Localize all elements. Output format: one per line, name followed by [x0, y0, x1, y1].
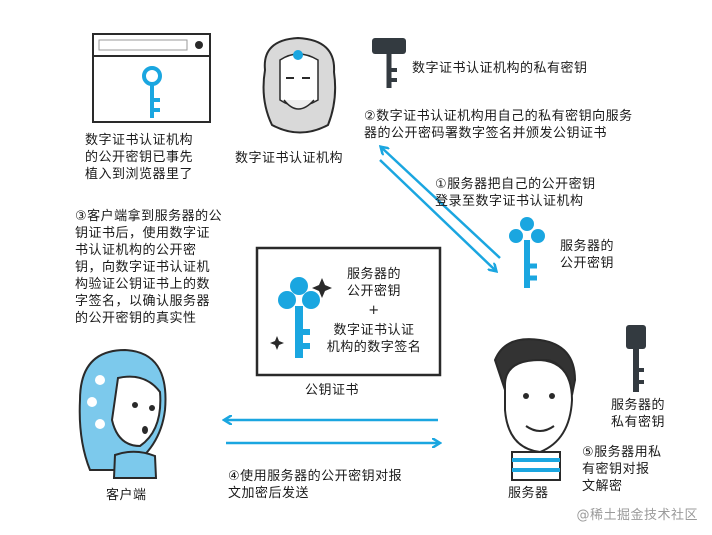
ca-private-key-label: 数字证书认证机构的私有密钥	[412, 61, 588, 76]
step3-label: ③客户端拿到服务器的公 钥证书后，使用数字证 书认证机构的公开密 钥，向数字证书…	[75, 209, 223, 326]
certificate-plus-label: +	[368, 303, 380, 318]
server-name-label: 服务器	[508, 486, 549, 501]
certificate-key-label: 服务器的 公开密钥	[346, 267, 401, 299]
sparkle-icon	[270, 278, 332, 350]
certificate-box	[255, 246, 442, 377]
step2-label: ②数字证书认证机构用自己的私有密钥向服务 器的公开密码署数字签名并颁发公钥证书	[364, 109, 633, 141]
certificate-authority-avatar	[262, 36, 337, 134]
ca-name-label: 数字证书认证机构	[235, 151, 344, 166]
server-private-key-label: 服务器的 私有密钥	[610, 398, 665, 430]
step4-label: ④使用服务器的公开密钥对报 文加密后发送	[228, 469, 403, 501]
step5-label: ⑤服务器用私 有密钥对报 文解密	[582, 445, 662, 494]
client-name-label: 客户端	[106, 488, 147, 503]
certificate-name-label: 公钥证书	[305, 383, 360, 398]
browser-public-key-icon	[142, 66, 162, 118]
server-public-key-label: 服务器的 公开密钥	[560, 239, 615, 271]
certificate-key-icon	[278, 277, 320, 358]
arrow-server-to-ca	[382, 148, 501, 259]
server-avatar	[493, 338, 577, 481]
step1-label: ①服务器把自己的公开密钥 登录至数字证书认证机构	[435, 177, 596, 209]
arrow-ca-to-server	[379, 159, 495, 270]
server-private-key-icon	[626, 325, 646, 392]
certificate-signature-label: 数字证书认证 机构的数字签名	[326, 323, 422, 355]
public-key-icon	[509, 217, 545, 288]
watermark: @稀土掘金技术社区	[576, 508, 698, 523]
client-avatar	[78, 348, 167, 479]
private-key-icon	[372, 38, 406, 88]
browser-note-label: 数字证书认证机构 的公开密钥已事先 植入到浏览器里了	[85, 133, 194, 182]
